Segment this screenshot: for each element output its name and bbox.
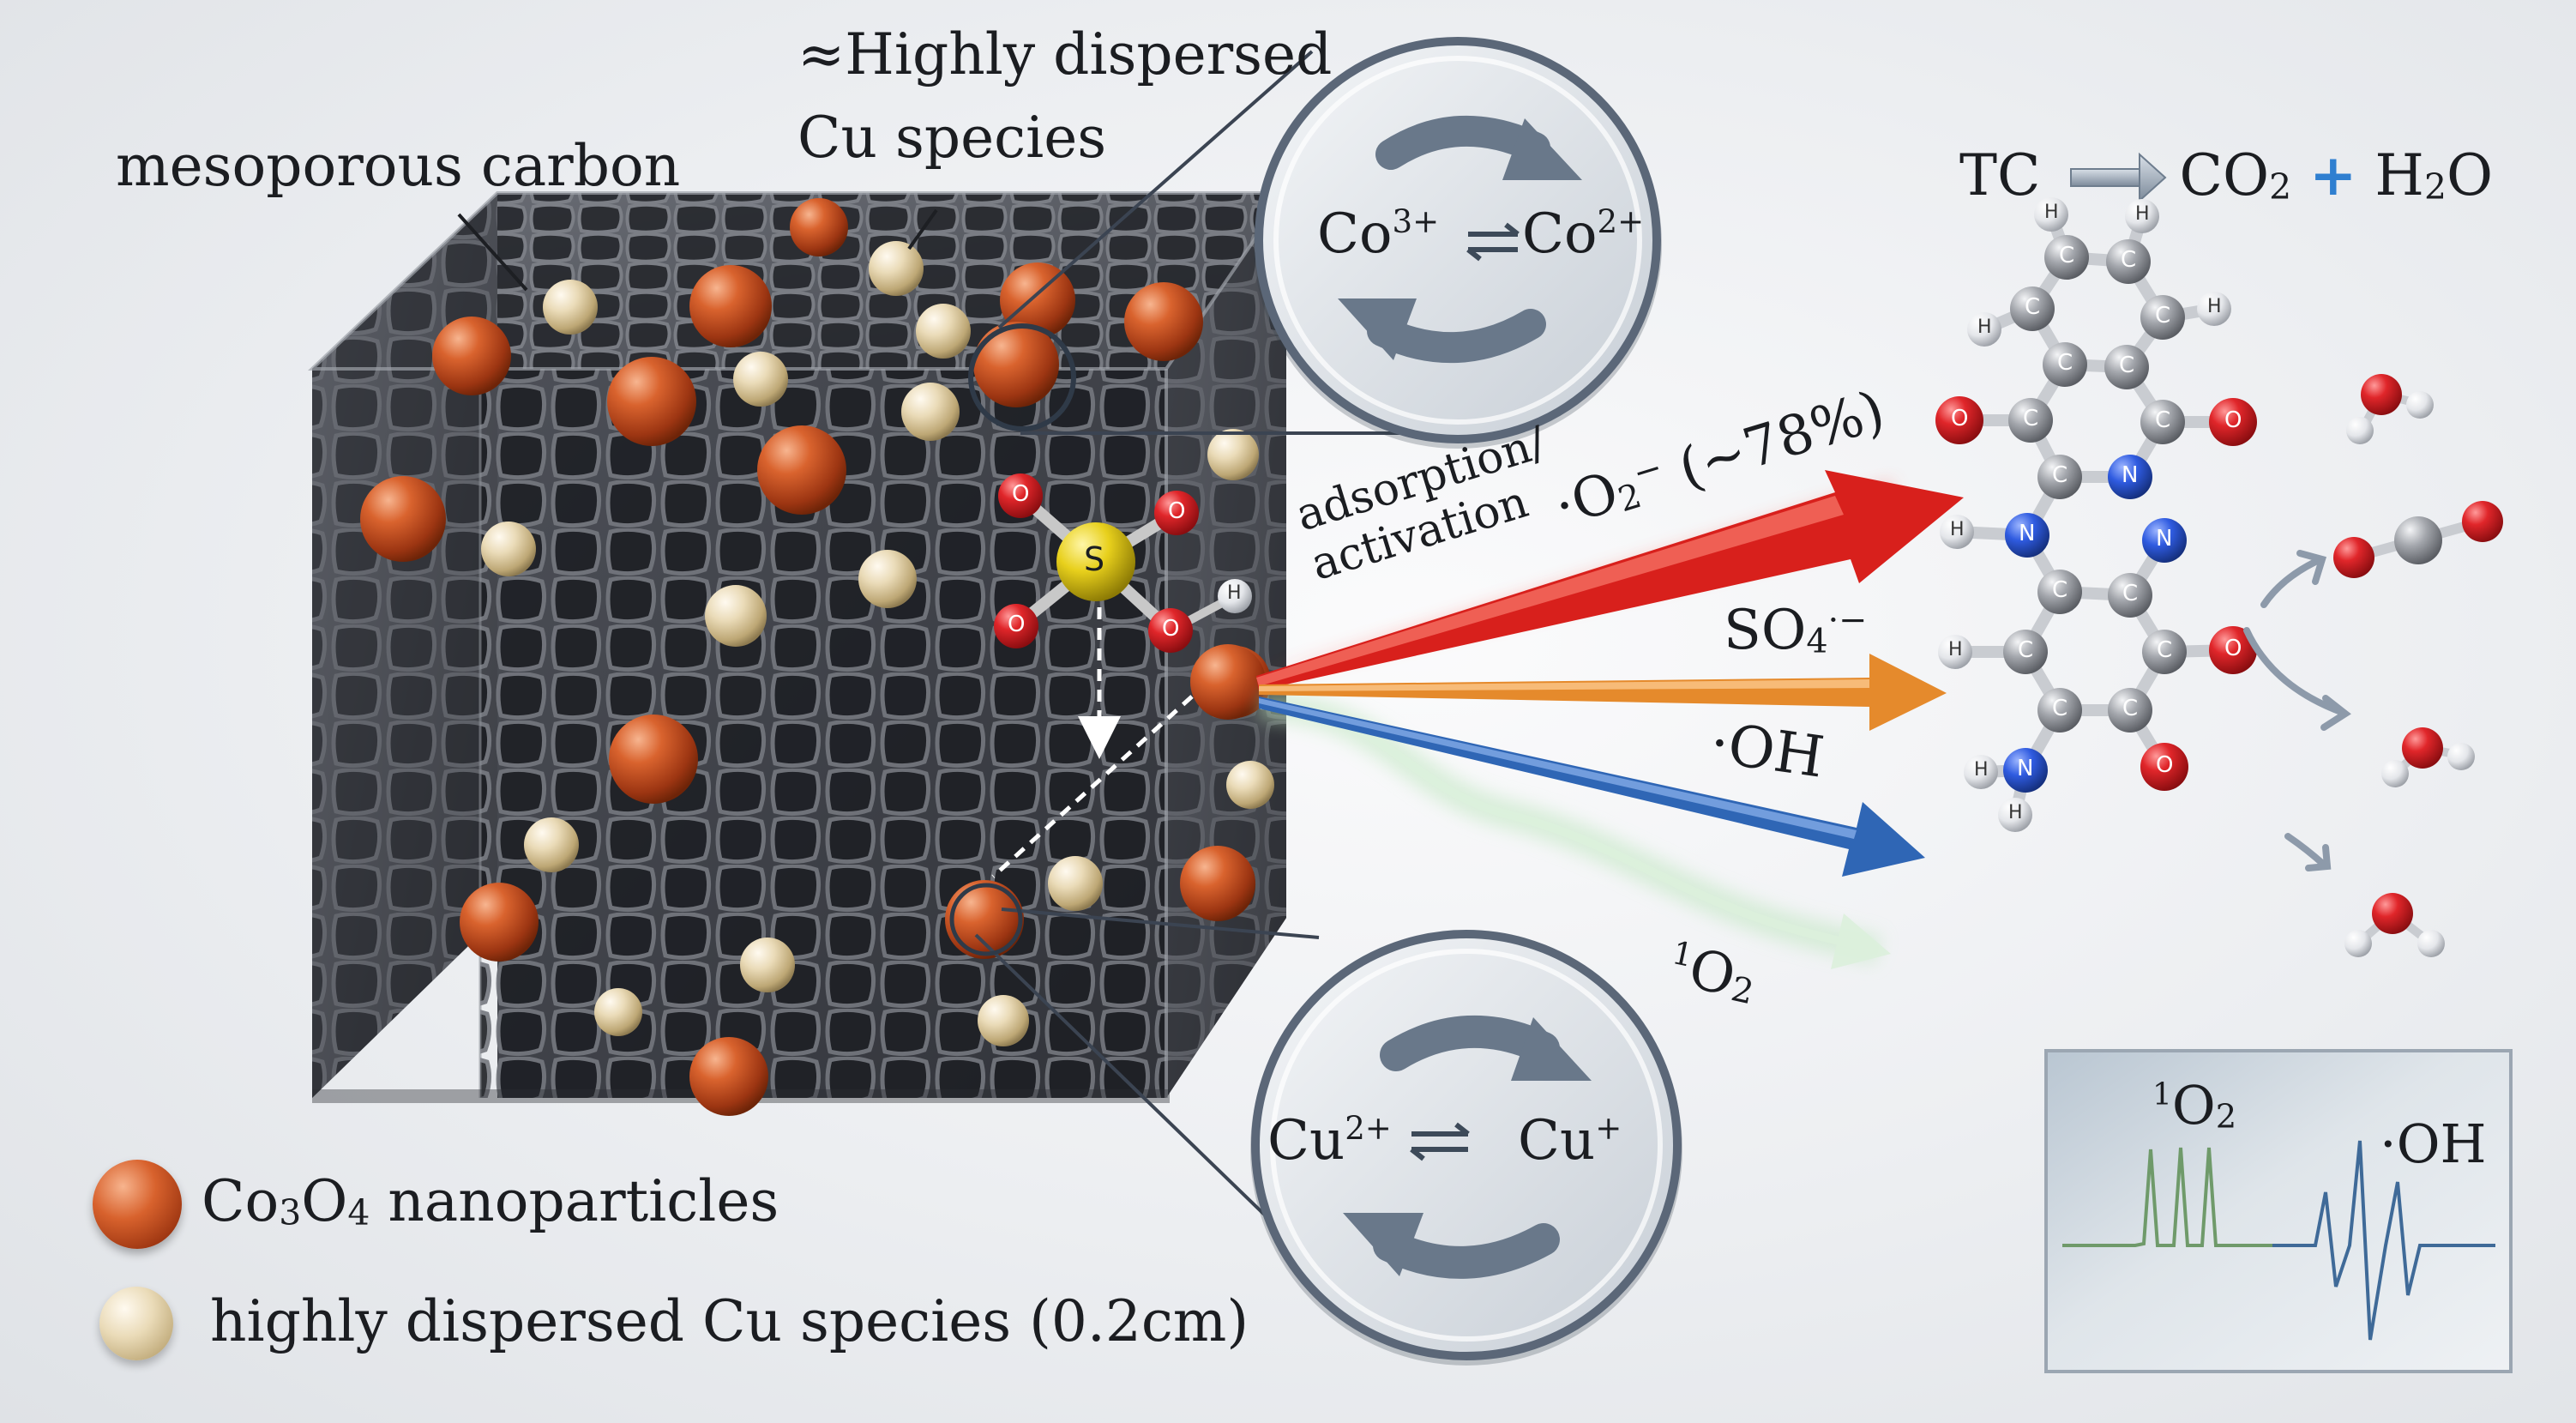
pms-oxygen-label: O bbox=[1012, 481, 1030, 507]
sulfate-radical-label: SO4·− bbox=[1724, 599, 1868, 662]
tc-hydrogen-label: H bbox=[1948, 639, 1963, 660]
tc-nitrogen-label: N bbox=[2122, 462, 2139, 488]
copper-right-charge: + bbox=[1595, 1110, 1622, 1147]
tc-carbon-label: C bbox=[2119, 353, 2135, 378]
cobalt-redox-magnifier bbox=[968, 37, 1662, 449]
tc-hydrogen-label: H bbox=[1977, 317, 1992, 338]
tc-nitrogen-label: N bbox=[2019, 521, 2036, 546]
tc-carbon-label: C bbox=[2057, 350, 2073, 376]
cobalt-left-charge: 3+ bbox=[1392, 203, 1440, 240]
tc-oxygen-label: O bbox=[2224, 636, 2242, 661]
tc-carbon-label: C bbox=[2122, 581, 2139, 606]
cu-species-particles bbox=[481, 241, 1274, 1046]
sulfate-radical-arrow bbox=[1259, 654, 1947, 731]
highly-dispersed-label-line2: Cu species bbox=[797, 105, 1107, 171]
tc-oxygen-label: O bbox=[1951, 406, 1969, 431]
tc-carbon-label: C bbox=[2157, 637, 2173, 663]
tc-hydrogen-label: H bbox=[2008, 802, 2023, 823]
reaction-arrow-icon bbox=[2070, 152, 2167, 203]
tc-hydrogen-label: H bbox=[2135, 203, 2150, 225]
degradation-products bbox=[2243, 374, 2503, 957]
tc-carbon-label: C bbox=[2052, 696, 2068, 721]
reaction-equation: TC CO2 + H2O bbox=[1959, 144, 2493, 208]
transfer-dashed-arrows bbox=[991, 607, 1194, 878]
mesoporous-carbon-label: mesoporous carbon bbox=[116, 133, 681, 199]
tc-hydrogen-label: H bbox=[2207, 296, 2222, 317]
tc-carbon-label: C bbox=[2018, 637, 2034, 663]
hydroxyl-radical-trace bbox=[2272, 1140, 2495, 1341]
copper-left-symbol: Cu bbox=[1267, 1109, 1345, 1173]
cobalt-redox-label-right: Co2+ bbox=[1522, 204, 1644, 264]
tc-nitrogen-label: N bbox=[2156, 526, 2173, 552]
highly-dispersed-label-line1: ≈Highly dispersed bbox=[797, 21, 1333, 87]
active-co-site bbox=[1190, 644, 1266, 720]
tc-nitrogen-label: N bbox=[2017, 756, 2034, 781]
equilibrium-arrows-icon bbox=[1410, 1122, 1470, 1161]
copper-redox-label-right: Cu+ bbox=[1518, 1111, 1622, 1171]
tc-carbon-label: C bbox=[2155, 303, 2171, 329]
cu-species-legend-swatch bbox=[99, 1287, 173, 1360]
tc-carbon-label: C bbox=[2052, 462, 2068, 488]
tc-hydrogen-label: H bbox=[1950, 519, 1965, 540]
cobalt-left-symbol: Co bbox=[1317, 202, 1393, 266]
copper-left-charge: 2+ bbox=[1345, 1110, 1392, 1147]
tc-carbon-label: C bbox=[2052, 577, 2068, 603]
tc-hydrogen-label: H bbox=[2044, 202, 2059, 223]
tc-oxygen-label: O bbox=[2156, 752, 2174, 778]
copper-redox-label-left: Cu2+ bbox=[1267, 1111, 1392, 1171]
tc-carbon-label: C bbox=[2121, 247, 2137, 273]
tc-atoms bbox=[1935, 197, 2257, 832]
leader-lines bbox=[457, 208, 938, 292]
pms-oxygen-label: O bbox=[1008, 612, 1026, 637]
copper-right-symbol: Cu bbox=[1518, 1109, 1596, 1173]
product-curved-arrows-icon bbox=[2243, 550, 2351, 871]
co3o4-nanoparticles bbox=[360, 198, 1271, 1116]
product-h2o: H2O bbox=[2374, 142, 2494, 208]
cobalt-right-charge: 2+ bbox=[1597, 203, 1645, 240]
hydroxyl-radical-arrow bbox=[1259, 696, 1925, 877]
pms-oxygen-label: O bbox=[1162, 616, 1180, 642]
pms-oxygen-label: O bbox=[1168, 498, 1186, 524]
cobalt-redox-label-left: Co3+ bbox=[1317, 204, 1439, 264]
tc-carbon-label: C bbox=[2059, 243, 2075, 268]
epr-hydroxyl-label: ·OH bbox=[2380, 1112, 2487, 1175]
co3o4-legend-label: Co3O4 nanoparticles bbox=[202, 1168, 779, 1234]
tc-hydrogen-label: H bbox=[1974, 759, 1989, 781]
singlet-oxygen-trace bbox=[2062, 1147, 2272, 1247]
sulfur-atom-label: S bbox=[1084, 540, 1105, 578]
cycle-arrow-upper-icon bbox=[1375, 115, 1550, 170]
ros-arrows bbox=[1256, 470, 1964, 969]
equilibrium-arrows-icon bbox=[1466, 222, 1520, 262]
copper-redox-magnifier bbox=[949, 883, 1682, 1366]
plus-sign: + bbox=[2309, 142, 2357, 208]
tc-molecule bbox=[1949, 208, 2239, 821]
epr-spectrum-panel bbox=[2044, 1049, 2513, 1373]
reactant-tc: TC bbox=[1959, 142, 2041, 208]
cu-species-legend-label: highly dispersed Cu species (0.2cm) bbox=[210, 1288, 1249, 1354]
tc-oxygen-label: O bbox=[2224, 407, 2242, 433]
co3o4-legend-swatch bbox=[93, 1160, 182, 1249]
epr-singlet-oxygen-label: 1O2 bbox=[2152, 1074, 2237, 1137]
pms-hydrogen-label: H bbox=[1227, 582, 1242, 604]
cobalt-right-symbol: Co bbox=[1522, 202, 1598, 266]
product-co2: CO2 bbox=[2179, 142, 2292, 208]
tc-carbon-label: C bbox=[2155, 407, 2171, 433]
tc-carbon-label: C bbox=[2122, 696, 2139, 721]
tc-carbon-label: C bbox=[2023, 406, 2039, 431]
tc-carbon-label: C bbox=[2025, 294, 2041, 320]
pms-molecule bbox=[994, 473, 1252, 653]
